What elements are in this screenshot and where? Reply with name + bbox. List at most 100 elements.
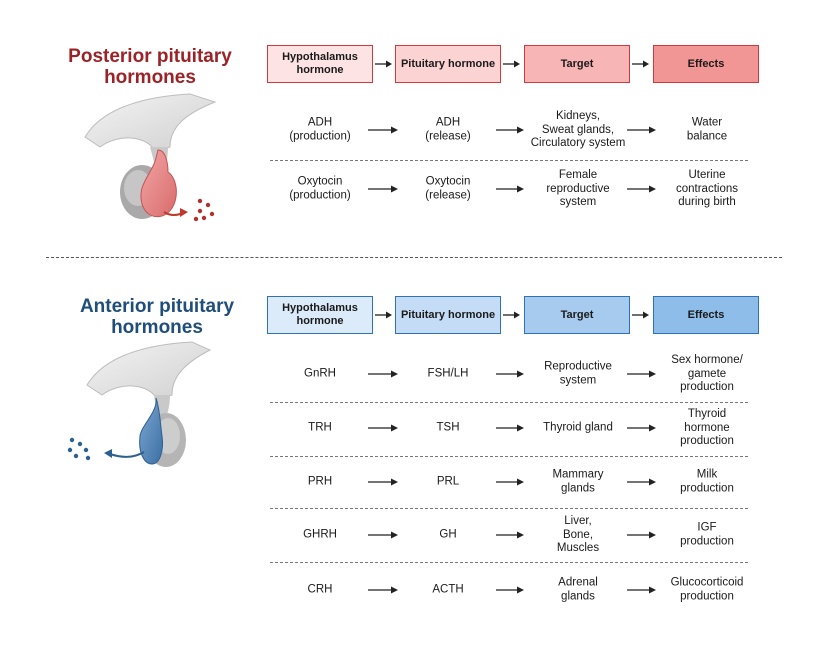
anterior-row-2-pituitary: TSH [388,421,508,435]
posterior-row-2-arrow-3 [627,185,656,193]
posterior-row-1-target-line-3: Circulatory system [530,136,626,149]
anterior-header-arrow-2 [503,311,520,319]
anterior-row-4-effect-line-1: IGF [697,521,717,534]
anterior-row-3-hypothalamus: PRH [260,475,380,489]
anterior-row-1-arrow-3 [627,370,656,378]
posterior-row-2-effect-line-2: contractions [675,182,738,195]
anterior-header-arrow-3 [632,311,649,319]
anterior-title-line1: Anterior pituitary [79,296,235,317]
posterior-header-effects: Effects [653,45,759,83]
posterior-header-arrow-2 [503,60,520,68]
anterior-row-5-pituitary: ACTH [388,583,508,597]
anterior-row-5-effect-line-2: production [680,590,734,602]
anterior-row-3-arrow-3 [627,478,656,486]
anterior-row-4-target-line-2: Bone, [562,528,594,541]
posterior-row-1-hypothalamus: ADH(production) [260,117,380,144]
posterior-row-1-target-line-1: Kidneys, [555,109,601,122]
anterior-row-3-arrow-1 [368,478,398,486]
anterior-row-5-arrow-2 [496,586,524,594]
anterior-row-2-hypothalamus-line-1: TRH [308,421,332,434]
anterior-header-target: Target [524,296,630,334]
posterior-row-2-effect-line-1: Uterine [688,168,726,181]
posterior-row-1-target-line-2: Sweat glands, [541,123,615,136]
posterior-row-2-effect-line-3: during birth [678,195,736,208]
posterior-pituitary-illustration [84,93,217,222]
anterior-row-1-arrow-2 [496,370,524,378]
anterior-row-5-pituitary-line-1: ACTH [432,583,464,596]
anterior-row-1-hypothalamus: GnRH [260,367,380,381]
posterior-header-arrow-3 [632,60,649,68]
posterior-row-1-arrow-1 [368,126,398,134]
anterior-row-divider-3 [270,508,748,509]
posterior-row-1-effect-line-1: Water [691,116,723,129]
anterior-row-3-target-line-2: glands [561,482,595,494]
posterior-header-hypothalamus: Hypothalamus hormone [267,45,373,83]
anterior-row-1-target-line-1: Reproductive [544,360,612,373]
anterior-title-line2: hormones [111,317,203,338]
anterior-row-1-effect-line-1: Sex hormone/ [671,353,743,366]
posterior-row-2-pituitary: Oxytocin(release) [388,176,508,203]
anterior-row-2-effect-line-3: production [680,434,734,447]
posterior-row-1-pituitary-line-2: (release) [425,130,471,142]
anterior-row-5-target-line-2: glands [561,590,595,602]
anterior-row-3-arrow-2 [496,478,524,486]
posterior-header-target: Target [524,45,630,83]
posterior-row-1-arrow-2 [496,126,524,134]
anterior-row-1-pituitary: FSH/LH [388,367,508,381]
anterior-row-4-target: Liver,Bone,Muscles [518,515,638,556]
anterior-row-4-target-line-3: Muscles [556,541,600,554]
anterior-row-3-effect-line-1: Milk [696,468,718,481]
posterior-row-2-pituitary-line-2: (release) [425,189,471,201]
anterior-row-3-pituitary-line-1: PRL [436,475,460,488]
anterior-row-4-arrow-1 [368,531,398,539]
posterior-row-2-target-line-1: Female [558,168,598,181]
posterior-row-1-pituitary-line-1: ADH [435,116,461,129]
anterior-row-4-pituitary: GH [388,528,508,542]
anterior-header-pituitary: Pituitary hormone [395,296,501,334]
posterior-row-2-arrow-2 [496,185,524,193]
posterior-row-2-target-line-2: reproductive [546,182,610,195]
anterior-row-2-arrow-2 [496,424,524,432]
anterior-row-3-effect-line-2: production [680,482,734,494]
anterior-row-3-hypothalamus-line-1: PRH [307,475,333,488]
section-divider [46,257,782,258]
anterior-row-1-arrow-1 [368,370,398,378]
anterior-header-arrow-1 [375,311,392,319]
anterior-row-1-effect-line-2: gamete [687,367,727,380]
anterior-row-1-target-line-2: system [559,374,597,386]
anterior-row-5-hypothalamus: CRH [260,583,380,597]
posterior-row-2-pituitary-line-1: Oxytocin [425,175,471,188]
posterior-header-arrow-1 [375,60,392,68]
posterior-title-line2: hormones [104,67,196,88]
posterior-row-2-hypothalamus-line-2: (production) [289,189,351,201]
anterior-row-divider-2 [270,456,748,457]
anterior-row-2-arrow-1 [368,424,398,432]
posterior-row-2-target-line-3: system [559,195,597,208]
anterior-row-2-effect-line-2: hormone [684,421,730,434]
anterior-row-4-effect-line-2: production [680,535,734,547]
anterior-title: Anterior pituitary hormones [62,296,252,338]
posterior-row-1-arrow-3 [627,126,656,134]
posterior-row-1-hypothalamus-line-2: (production) [289,130,351,142]
posterior-row-1-effect-line-2: balance [686,130,728,142]
posterior-row-1-hypothalamus-line-1: ADH [307,116,333,129]
anterior-row-2-target-line-1: Thyroid gland [543,421,613,434]
anterior-row-1-pituitary-line-1: FSH/LH [427,367,469,380]
anterior-row-2-pituitary-line-1: TSH [436,421,460,434]
anterior-row-4-arrow-2 [496,531,524,539]
posterior-row-2-hypothalamus-line-1: Oxytocin [297,175,343,188]
anterior-row-2-effect-line-1: Thyroid [687,407,727,420]
posterior-title: Posterior pituitary hormones [55,46,245,88]
posterior-row-2-arrow-1 [368,185,398,193]
anterior-row-1-effect-line-3: production [680,380,734,393]
anterior-row-4-hypothalamus: GHRH [260,528,380,542]
anterior-row-5-arrow-3 [627,586,656,594]
anterior-row-3-pituitary: PRL [388,475,508,489]
